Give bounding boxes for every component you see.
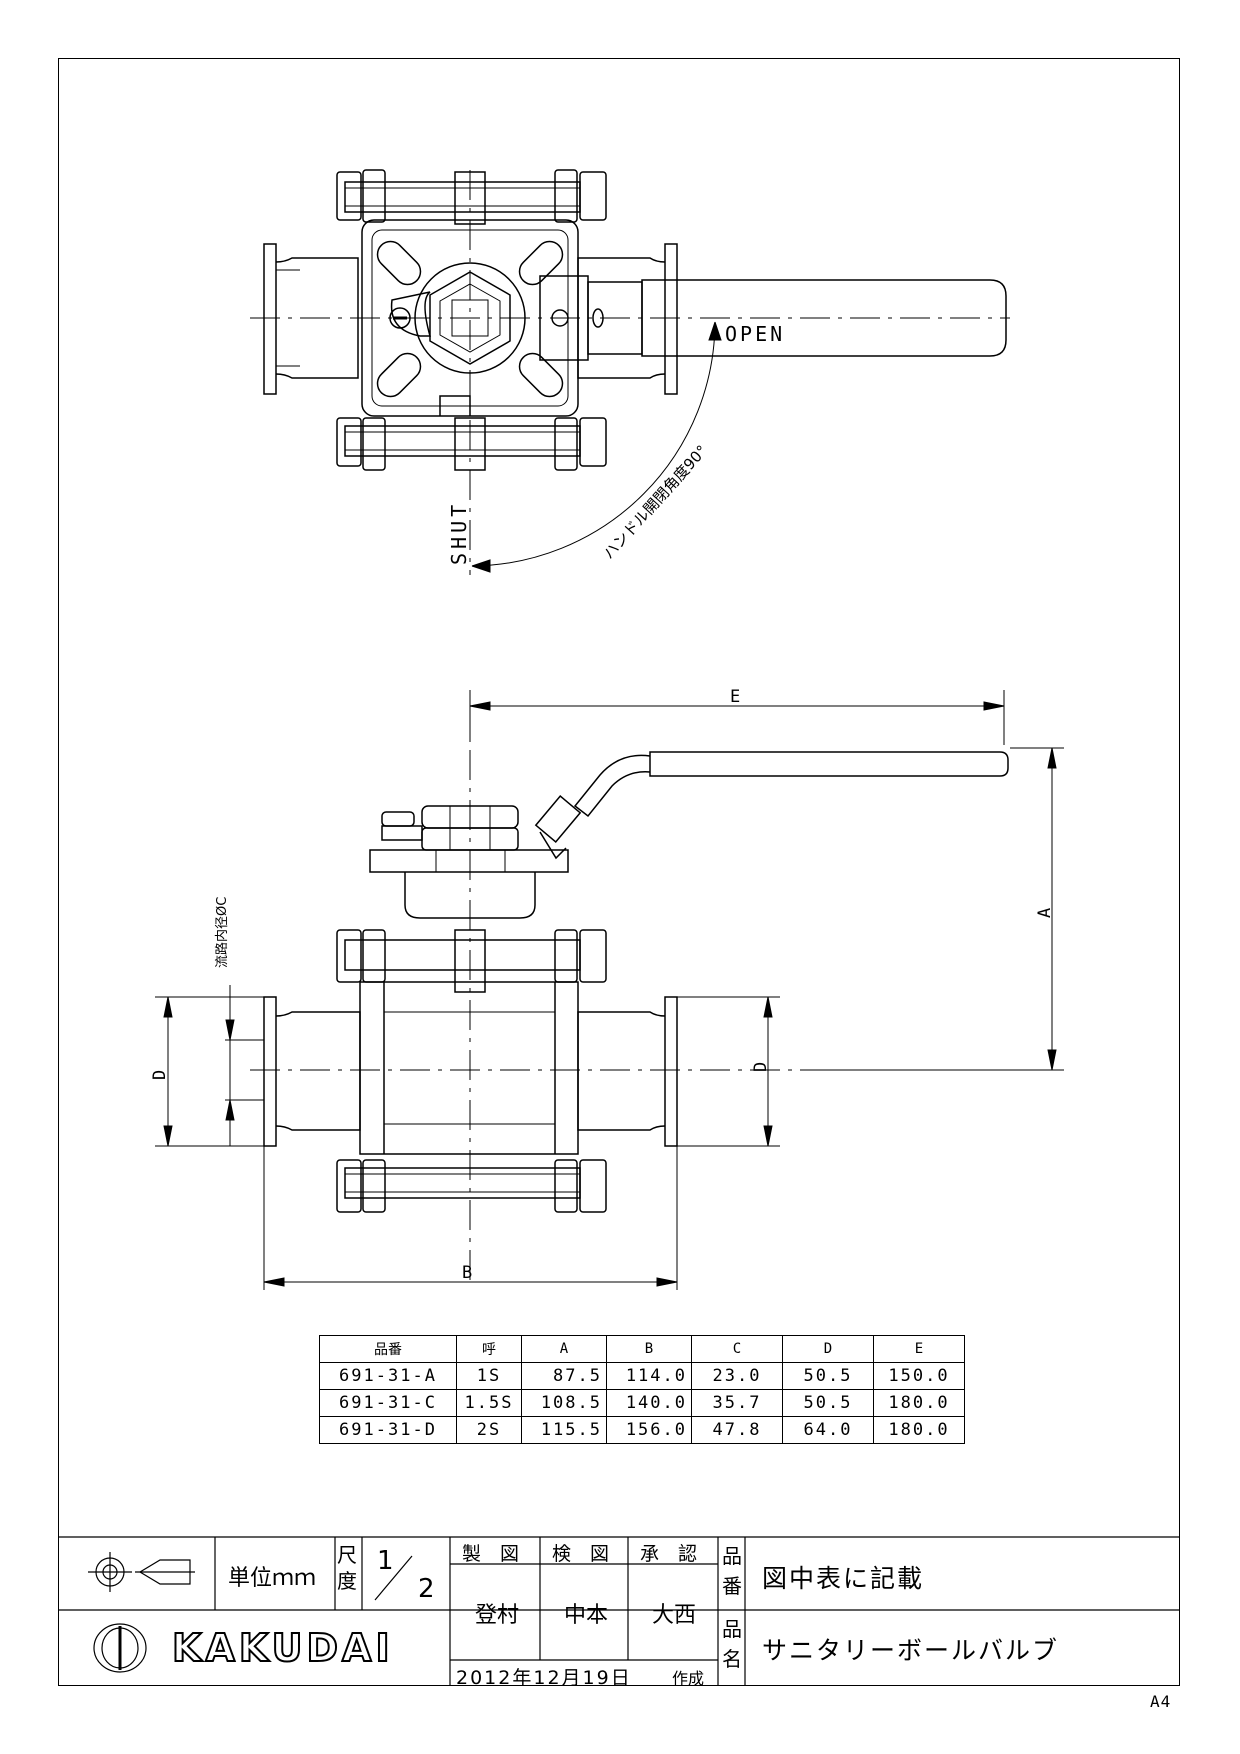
- bore-c-label: 流路内径ØC: [214, 897, 230, 968]
- made-by: 登村: [475, 1603, 520, 1628]
- scale-label: 尺度: [337, 1543, 357, 1593]
- cell-b: 156.0: [606, 1416, 692, 1444]
- side-view: [155, 690, 1064, 1290]
- created-label: 作成: [672, 1669, 705, 1688]
- handle: [539, 275, 1007, 361]
- side-top-cap: [369, 805, 569, 919]
- side-handle: [534, 751, 1009, 860]
- cell-c: 47.8: [691, 1416, 783, 1444]
- header-b: B: [606, 1335, 692, 1363]
- cell-a: 108.5: [521, 1389, 607, 1417]
- table-row: 691-31-A 1S 87.5 114.0 23.0 50.5 150.0: [319, 1362, 965, 1390]
- top-bolt-bar: [336, 169, 607, 225]
- side-ferrules: [263, 996, 678, 1147]
- part-no-value: 図中表に記載: [762, 1564, 925, 1593]
- cell-b: 114.0: [606, 1362, 692, 1390]
- check-label: 検 図: [552, 1543, 610, 1565]
- cell-d: 64.0: [782, 1416, 874, 1444]
- cell-e: 180.0: [873, 1389, 965, 1417]
- cell-a: 115.5: [521, 1416, 607, 1444]
- dimension-b: [263, 1130, 678, 1290]
- open-label: OPEN: [725, 322, 785, 346]
- made-label: 製 図: [462, 1543, 520, 1565]
- scale-denominator: 2: [418, 1574, 435, 1604]
- cell-d: 50.5: [782, 1362, 874, 1390]
- header-size: 呼: [456, 1335, 522, 1363]
- dimension-e: [469, 690, 1005, 745]
- table-row: 691-31-C 1.5S 108.5 140.0 35.7 50.5 180.…: [319, 1389, 965, 1417]
- header-part-no: 品番: [319, 1335, 457, 1363]
- cell-e: 150.0: [873, 1362, 965, 1390]
- cell-c: 23.0: [691, 1362, 783, 1390]
- cell-e: 180.0: [873, 1416, 965, 1444]
- shut-label: SHUT: [447, 501, 471, 565]
- approve-label: 承 認: [640, 1543, 698, 1565]
- cell-size: 1S: [456, 1362, 522, 1390]
- top-view: [250, 169, 1010, 575]
- drawing-date: 2012年12月19日: [456, 1667, 632, 1689]
- dim-a-label: A: [1035, 908, 1055, 918]
- part-no-label: 品番: [722, 1544, 742, 1598]
- side-bolts-top: [336, 929, 607, 993]
- dim-e-label: E: [730, 687, 740, 707]
- cell-b: 140.0: [606, 1389, 692, 1417]
- dim-d-right-label: D: [751, 1062, 771, 1072]
- spec-table-header: 品番 呼 A B C D E: [319, 1335, 965, 1363]
- spec-table: 品番 呼 A B C D E 691-31-A 1S 87.5 114.0 23…: [319, 1335, 965, 1444]
- table-row: 691-31-D 2S 115.5 156.0 47.8 64.0 180.0: [319, 1416, 965, 1444]
- left-ferrule: [263, 243, 359, 395]
- cell-part-no: 691-31-C: [319, 1389, 457, 1417]
- side-bolts-bottom: [336, 1159, 607, 1213]
- cell-part-no: 691-31-A: [319, 1362, 457, 1390]
- bottom-bolt-bar: [336, 417, 607, 471]
- title-block-grid: [58, 1536, 1180, 1686]
- dimension-a: [800, 747, 1064, 1071]
- dim-b-label: B: [462, 1263, 472, 1283]
- header-a: A: [521, 1335, 607, 1363]
- handle-angle-label: ハンドル開閉角度90°: [600, 442, 711, 563]
- approved-by: 大西: [652, 1603, 697, 1628]
- cell-part-no: 691-31-D: [319, 1416, 457, 1444]
- header-d: D: [782, 1335, 874, 1363]
- name-value: サニタリーボールバルブ: [762, 1636, 1060, 1665]
- cell-size: 1.5S: [456, 1389, 522, 1417]
- dimension-d-right: [677, 996, 780, 1147]
- scale-numerator: 1: [377, 1546, 394, 1576]
- header-c: C: [691, 1335, 783, 1363]
- side-body: [359, 981, 579, 1155]
- brand-logo: KAKUDAI: [171, 1625, 394, 1671]
- dimension-d-left: [155, 985, 264, 1147]
- header-e: E: [873, 1335, 965, 1363]
- checked-by: 中本: [564, 1603, 609, 1628]
- sheet-size: A4: [1150, 1692, 1172, 1711]
- dim-d-left-label: D: [150, 1070, 170, 1080]
- name-label: 品名: [722, 1617, 742, 1671]
- cell-a: 87.5: [521, 1362, 607, 1390]
- cell-size: 2S: [456, 1416, 522, 1444]
- stem-nut: [414, 262, 526, 374]
- handle-angle-arc: [471, 321, 716, 567]
- unit-label: 単位ｍｍ: [228, 1566, 317, 1591]
- drawing-frame: [58, 58, 1180, 1686]
- cell-d: 50.5: [782, 1389, 874, 1417]
- cell-c: 35.7: [691, 1389, 783, 1417]
